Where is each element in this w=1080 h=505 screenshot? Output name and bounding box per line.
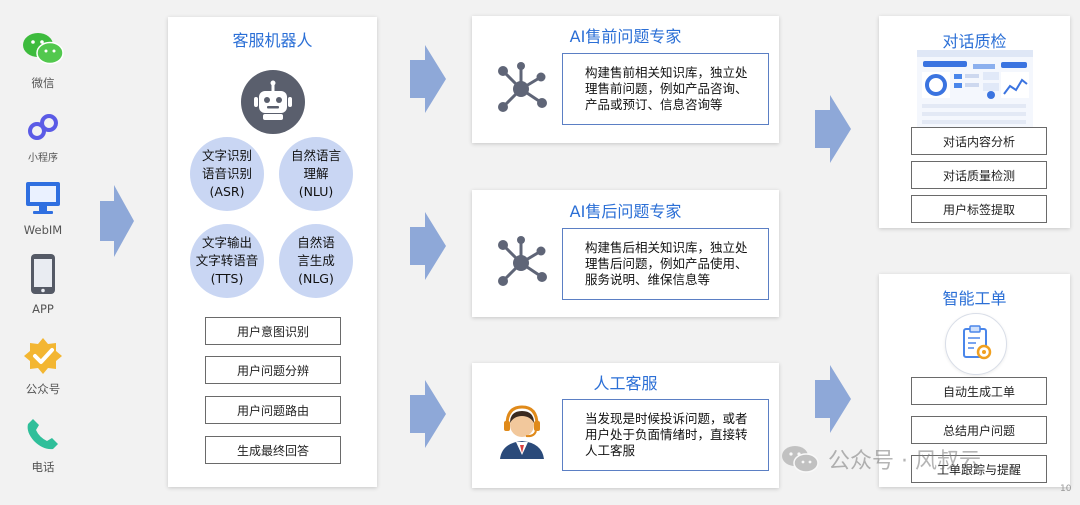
panel-title: 客服机器人 xyxy=(168,27,377,51)
capability-circle-tts: 文字输出 文字转语音 (TTS) xyxy=(190,224,264,298)
channel-label: 微信 xyxy=(10,75,76,91)
aftersale-expert-panel: AI售后问题专家 构建售后相关知识库，独立处理售后问题，例如产品使用、服务说明、… xyxy=(472,190,779,317)
ticket-item-summarize: 总结用户问题 xyxy=(911,416,1047,444)
presale-expert-panel: AI售前问题专家 构建售前相关知识库，独立处理售前问题，例如产品咨询、产品或预订… xyxy=(472,16,779,143)
qa-item-tag-extraction: 用户标签提取 xyxy=(911,195,1047,223)
flow-arrow xyxy=(100,185,134,257)
channel-label: 小程序 xyxy=(10,149,76,164)
channel-label: 公众号 xyxy=(10,381,76,397)
expert-description: 构建售后相关知识库，独立处理售后问题，例如产品使用、服务说明、维保信息等 xyxy=(562,228,769,300)
channel-app: APP xyxy=(10,253,76,316)
channel-official-account: 公众号 xyxy=(10,336,76,397)
channel-miniprogram: 小程序 xyxy=(10,112,76,164)
network-icon xyxy=(494,61,548,117)
capability-circle-asr: 文字识别 语音识别 (ASR) xyxy=(190,137,264,211)
qa-item-content-analysis: 对话内容分析 xyxy=(911,127,1047,155)
wechat-icon xyxy=(21,30,65,68)
flow-arrow xyxy=(410,380,446,448)
flow-arrow xyxy=(815,95,851,163)
ticket-item-auto-create: 自动生成工单 xyxy=(911,377,1047,405)
panel-title: 对话质检 xyxy=(879,28,1070,52)
watermark-text: 公众号 · 风叔云 xyxy=(828,443,981,475)
bot-panel: 客服机器人 文字识别 语音识别 (ASR) 自然语言 理解 (NLU) 文字输出… xyxy=(168,17,377,487)
clipboard-gear-icon xyxy=(945,313,1007,375)
monitor-icon xyxy=(24,180,62,216)
step-intent: 用户意图识别 xyxy=(205,317,341,345)
channel-label: WebIM xyxy=(10,223,76,237)
qa-item-quality-check: 对话质量检测 xyxy=(911,161,1047,189)
qa-panel: 对话质检 对话内容分析 对话质量检测 用户标签提取 xyxy=(879,16,1070,228)
verified-badge-icon xyxy=(23,336,63,376)
flow-arrow xyxy=(410,45,446,113)
dashboard-thumbnail-icon xyxy=(917,50,1033,128)
wechat-icon xyxy=(780,443,820,475)
page-number: 10 xyxy=(1060,484,1071,494)
flow-arrow xyxy=(410,212,446,280)
phone-icon xyxy=(29,253,57,295)
step-classify: 用户问题分辨 xyxy=(205,356,341,384)
channel-phone: 电话 xyxy=(10,416,76,475)
watermark: 公众号 · 风叔云 xyxy=(780,443,981,475)
expert-description: 构建售前相关知识库，独立处理售前问题，例如产品咨询、产品或预订、信息咨询等 xyxy=(562,53,769,125)
capability-circle-nlg: 自然语 言生成 (NLG) xyxy=(279,224,353,298)
channel-webim: WebIM xyxy=(10,180,76,237)
panel-title: AI售后问题专家 xyxy=(472,198,779,222)
channel-wechat: 微信 xyxy=(10,30,76,91)
panel-title: 人工客服 xyxy=(472,370,779,394)
robot-icon xyxy=(241,70,305,134)
panel-title: AI售前问题专家 xyxy=(472,23,779,47)
capability-circle-nlu: 自然语言 理解 (NLU) xyxy=(279,137,353,211)
human-agent-panel: 人工客服 当发现是时候投诉问题，或者用户处于负面情绪时，直接转人工客服 xyxy=(472,363,779,488)
expert-description: 当发现是时候投诉问题，或者用户处于负面情绪时，直接转人工客服 xyxy=(562,399,769,471)
step-route: 用户问题路由 xyxy=(205,396,341,424)
flow-arrow xyxy=(815,365,851,433)
network-icon xyxy=(494,235,548,291)
step-answer: 生成最终回答 xyxy=(205,436,341,464)
channel-label: APP xyxy=(10,302,76,316)
agent-headset-icon xyxy=(496,403,548,459)
telephone-icon xyxy=(25,416,61,452)
miniprogram-icon xyxy=(27,112,59,142)
channel-label: 电话 xyxy=(10,459,76,475)
panel-title: 智能工单 xyxy=(879,285,1070,309)
